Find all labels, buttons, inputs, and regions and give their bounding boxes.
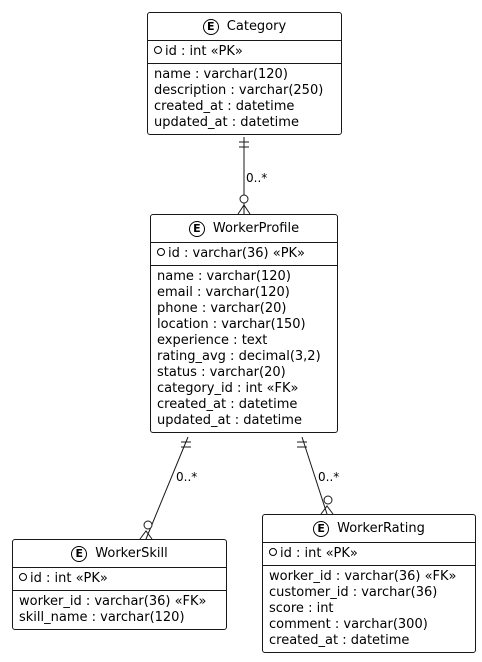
cardinality-label: 0..* [176, 470, 197, 484]
entity-header: E WorkerRating [263, 515, 475, 543]
entity-field: customer_id : varchar(36) [269, 585, 438, 600]
primary-key-text: id : varchar(36) «PK» [168, 246, 306, 261]
entity-header: E WorkerProfile [151, 215, 337, 243]
entity-title: WorkerProfile [212, 220, 300, 236]
entity-field: experience : text [157, 333, 268, 348]
zero-mark [143, 520, 153, 530]
entity-category[interactable]: E Category id : int «PK» name : varchar(… [147, 12, 342, 135]
entity-fields: worker_id : varchar(36) «FK» skill_name … [13, 591, 226, 629]
entity-field: created_at : datetime [157, 397, 298, 412]
entity-title: WorkerSkill [95, 545, 168, 561]
relation-line-workerprofile-workerrating [301, 436, 328, 515]
primary-key-row: id : int «PK» [263, 543, 475, 566]
entity-badge-icon: E [188, 220, 205, 237]
many-crowfoot [320, 505, 334, 515]
entity-field: status : varchar(20) [157, 365, 286, 380]
relation-line-workerprofile-workerskill [145, 436, 189, 540]
key-icon [157, 248, 165, 256]
entity-field: location : varchar(150) [157, 317, 306, 332]
entity-fields: name : varchar(120) description : varcha… [148, 64, 341, 134]
entity-field: updated_at : datetime [154, 115, 299, 130]
key-icon [154, 46, 162, 54]
entity-field: name : varchar(120) [154, 67, 288, 82]
key-icon [19, 573, 27, 581]
entity-badge-icon: E [71, 545, 88, 562]
entity-title: WorkerRating [337, 520, 425, 536]
primary-key-row: id : varchar(36) «PK» [151, 243, 337, 266]
entity-workerrating[interactable]: E WorkerRating id : int «PK» worker_id :… [262, 514, 476, 653]
entity-field: comment : varchar(300) [269, 617, 428, 632]
entity-fields: name : varchar(120) email : varchar(120)… [151, 266, 337, 432]
entity-field: email : varchar(120) [157, 285, 290, 300]
entity-header: E Category [148, 13, 341, 41]
entity-workerprofile[interactable]: E WorkerProfile id : varchar(36) «PK» na… [150, 214, 338, 433]
entity-fields: worker_id : varchar(36) «FK» customer_id… [263, 566, 475, 652]
entity-field: created_at : datetime [269, 633, 410, 648]
entity-badge-icon: E [202, 18, 219, 35]
entity-field: rating_avg : decimal(3,2) [157, 349, 321, 364]
primary-key-row: id : int «PK» [13, 568, 226, 591]
entity-header: E WorkerSkill [13, 540, 226, 568]
key-icon [269, 548, 277, 556]
entity-field: category_id : int «FK» [157, 381, 299, 396]
entity-field: created_at : datetime [154, 99, 295, 114]
primary-key-text: id : int «PK» [280, 546, 358, 561]
cardinality-label: 0..* [246, 171, 267, 185]
entity-title: Category [226, 18, 287, 34]
entity-field: skill_name : varchar(120) [19, 610, 185, 625]
entity-field: score : int [269, 601, 334, 616]
many-crowfoot [237, 204, 251, 215]
entity-field: phone : varchar(20) [157, 301, 287, 316]
entity-badge-icon: E [313, 520, 330, 537]
entity-field: worker_id : varchar(36) «FK» [269, 569, 457, 584]
entity-field: worker_id : varchar(36) «FK» [19, 594, 207, 609]
primary-key-text: id : int «PK» [165, 44, 243, 59]
primary-key-text: id : int «PK» [30, 571, 108, 586]
entity-workerskill[interactable]: E WorkerSkill id : int «PK» worker_id : … [12, 539, 227, 630]
primary-key-row: id : int «PK» [148, 41, 341, 64]
entity-field: name : varchar(120) [157, 269, 291, 284]
zero-mark [239, 194, 249, 204]
entity-field: description : varchar(250) [154, 83, 324, 98]
entity-field: updated_at : datetime [157, 413, 302, 428]
many-crowfoot [139, 530, 153, 540]
cardinality-label: 0..* [318, 470, 339, 484]
zero-mark [323, 495, 333, 505]
